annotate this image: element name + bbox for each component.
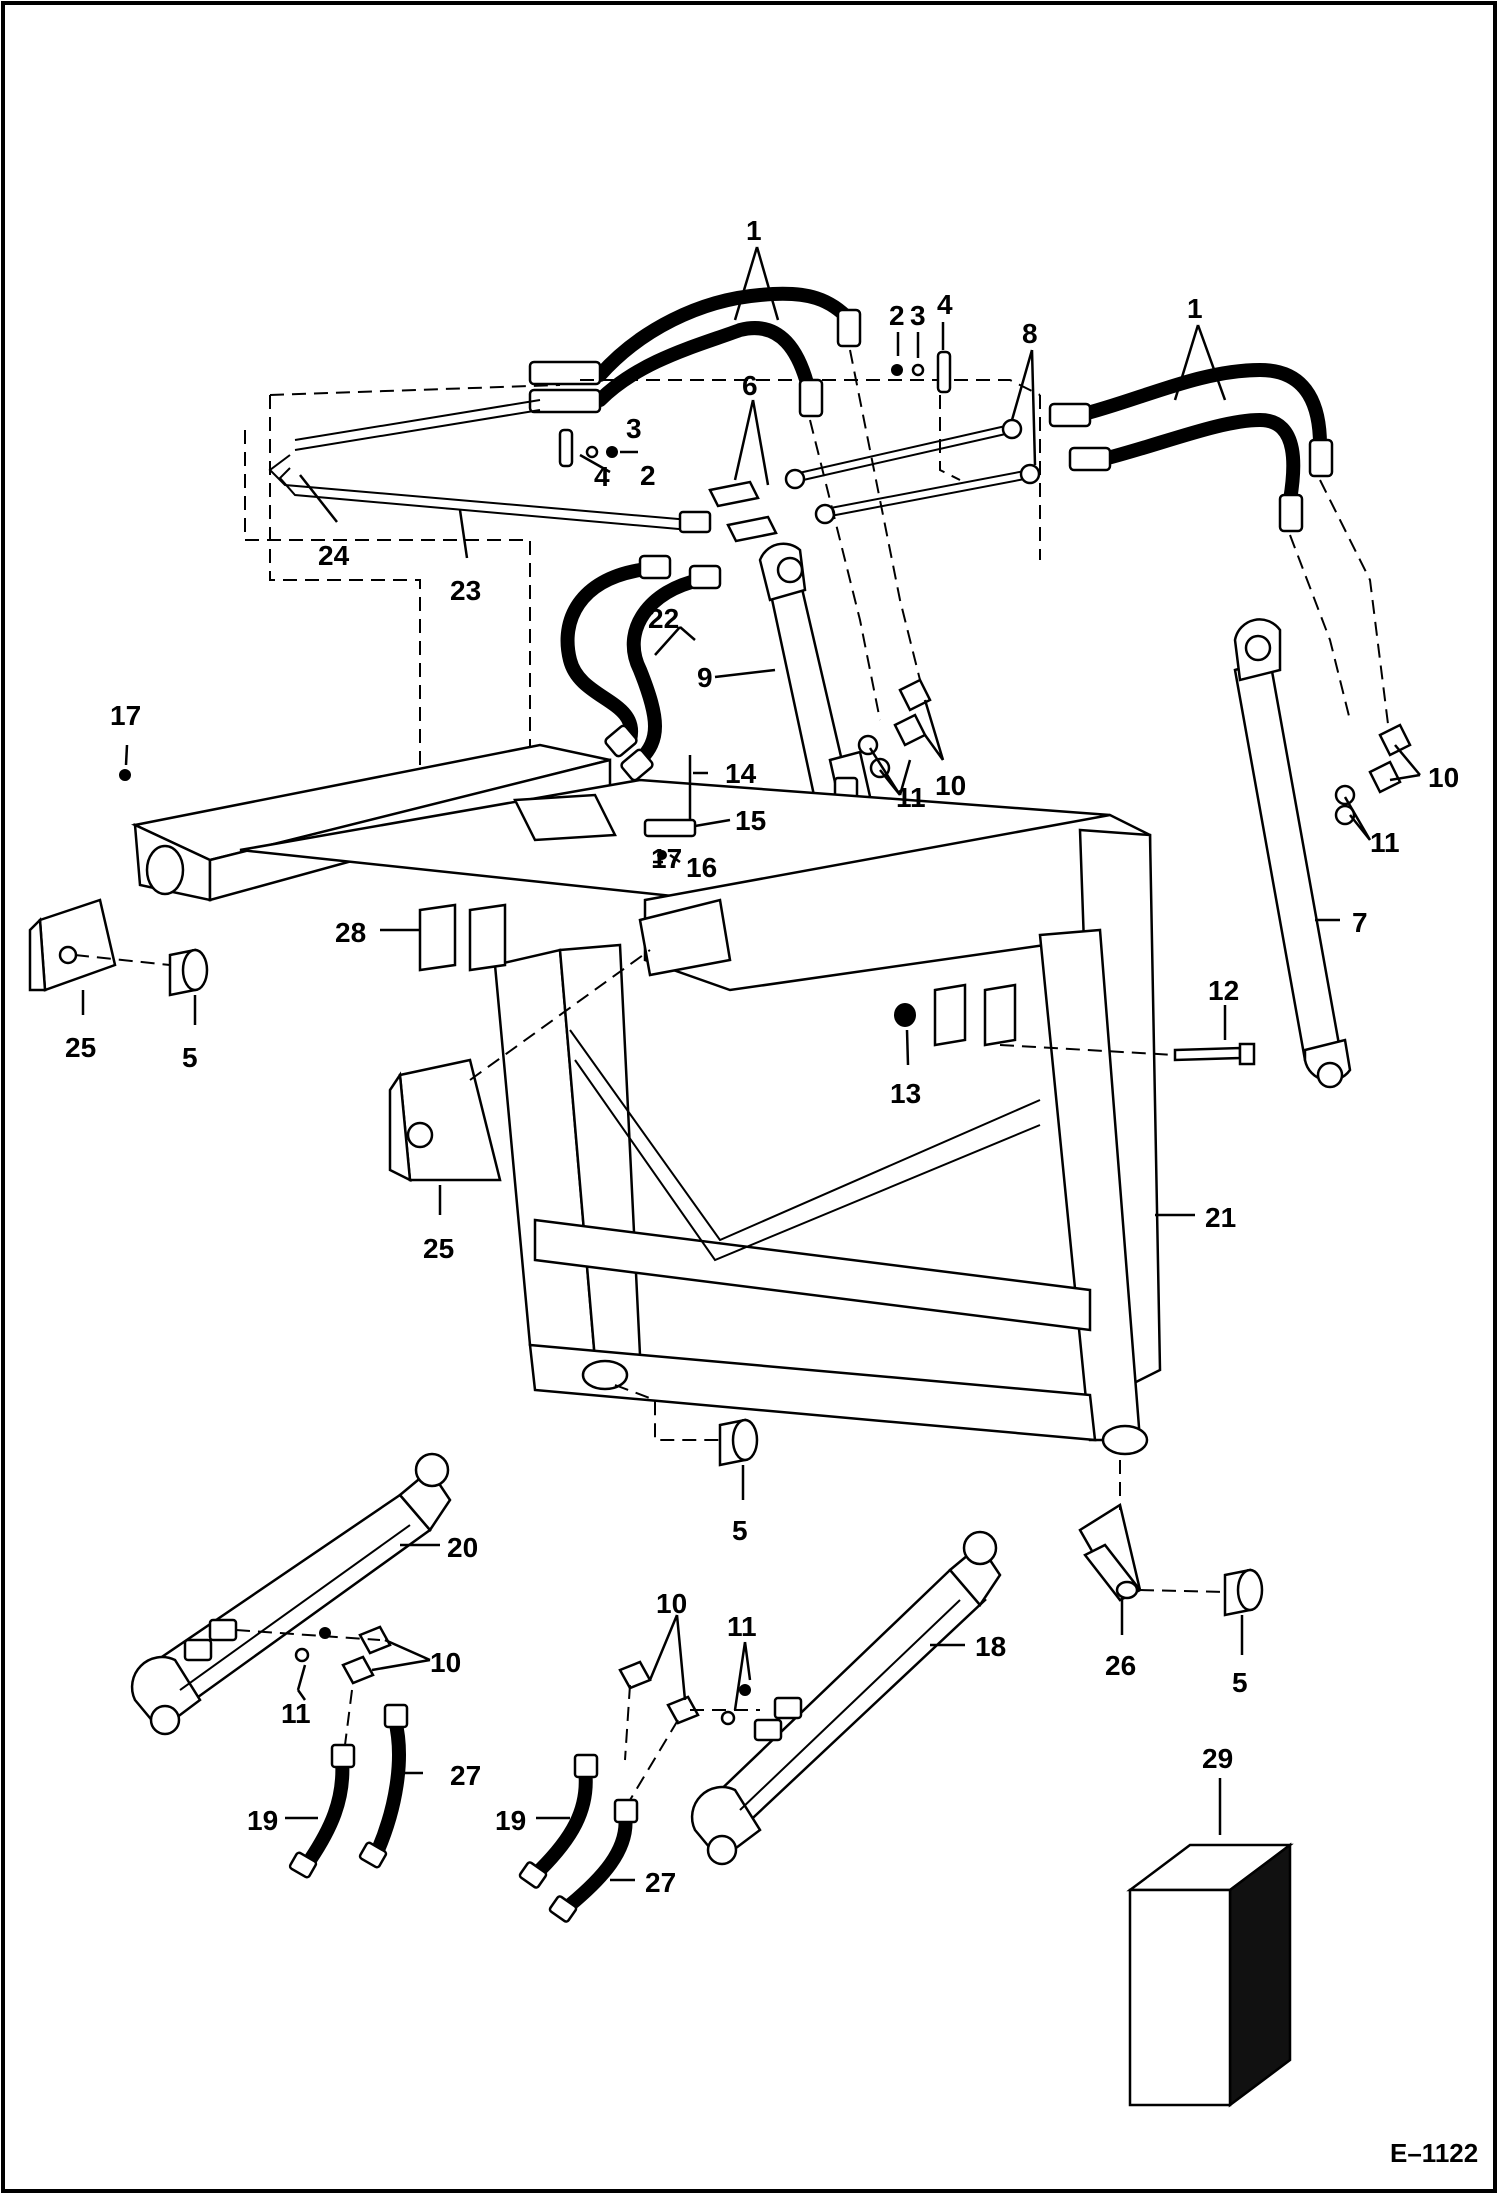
cylinder-18 <box>690 1530 1002 1866</box>
cylinder-18-fittings <box>618 1660 751 1726</box>
callout-18: 18 <box>975 1631 1006 1662</box>
callout-1: 1 <box>746 215 762 246</box>
callout-labels: 1 1 2 2 3 3 4 4 5 5 5 6 7 8 9 10 10 10 1… <box>65 215 1459 1898</box>
steel-tubes <box>784 418 1041 525</box>
callout-1: 1 <box>1187 293 1203 324</box>
ref-line <box>1319 479 1391 741</box>
callout-17: 17 <box>110 700 141 731</box>
callout-11: 11 <box>896 782 926 813</box>
bracket-26 <box>1078 1503 1142 1602</box>
callout-25: 25 <box>423 1233 454 1264</box>
clamp-parts-upper <box>558 350 952 468</box>
callout-27: 27 <box>450 1760 481 1791</box>
ref-line <box>269 395 421 780</box>
callout-21: 21 <box>1205 1202 1236 1233</box>
bushings <box>168 948 1264 1617</box>
callout-10: 10 <box>430 1647 461 1678</box>
callout-14: 14 <box>725 758 757 789</box>
hose-assembly-left <box>528 286 862 418</box>
ref-line <box>244 430 531 760</box>
mount-brackets <box>418 903 1017 1047</box>
callout-17: 17 <box>651 843 682 874</box>
adapter-fittings <box>708 480 778 543</box>
bolt-and-nut <box>894 1003 1256 1066</box>
ref-line <box>344 1689 353 1746</box>
ref-line <box>269 379 1041 396</box>
cylinder-20 <box>130 1452 452 1736</box>
callout-9: 9 <box>697 662 713 693</box>
callout-22: 22 <box>648 603 679 634</box>
callout-7: 7 <box>1352 907 1368 938</box>
ref-line <box>1139 1589 1226 1593</box>
callout-10: 10 <box>1428 762 1459 793</box>
callout-3: 3 <box>910 300 926 331</box>
fittings-upper-right <box>1334 723 1412 826</box>
ref-line <box>624 1684 679 1801</box>
bracket-25-left <box>28 898 117 992</box>
leader-lines <box>81 246 1421 1882</box>
callout-23: 23 <box>450 575 481 606</box>
hoses-19-27-middle <box>518 1753 639 1923</box>
callout-2: 2 <box>640 460 656 491</box>
callout-28: 28 <box>335 917 366 948</box>
hose-assembly-right <box>1048 362 1334 533</box>
callout-25: 25 <box>65 1032 96 1063</box>
callout-5: 5 <box>1232 1667 1248 1698</box>
hoses-22 <box>560 554 722 782</box>
callout-29: 29 <box>1202 1743 1233 1774</box>
callout-2: 2 <box>889 300 905 331</box>
callout-11: 11 <box>281 1698 311 1729</box>
decal-kit-29 <box>1126 1842 1294 2108</box>
callout-4: 4 <box>937 289 953 320</box>
callout-11: 11 <box>727 1611 757 1642</box>
callout-19: 19 <box>495 1805 526 1836</box>
ref-line <box>999 1044 1176 1056</box>
callout-10: 10 <box>656 1588 687 1619</box>
ref-line <box>1289 534 1351 721</box>
callout-26: 26 <box>1105 1650 1136 1681</box>
callout-5: 5 <box>182 1042 198 1073</box>
cylinder-20-fittings <box>294 1625 392 1685</box>
ref-line <box>849 349 921 681</box>
bracket-25-mid <box>388 1058 502 1183</box>
main-frame-21 <box>131 743 1162 1456</box>
ref-line <box>939 395 961 481</box>
ref-line <box>469 949 651 1081</box>
callout-24: 24 <box>318 540 350 571</box>
cylinder-7 <box>1233 618 1352 1089</box>
callout-20: 20 <box>447 1532 478 1563</box>
callout-11: 11 <box>1370 827 1400 858</box>
callout-16: 16 <box>686 852 717 883</box>
ref-line <box>809 419 881 721</box>
callout-5: 5 <box>732 1515 748 1546</box>
callout-12: 12 <box>1208 975 1239 1006</box>
ref-line <box>614 1384 720 1441</box>
ref-line <box>235 1629 381 1641</box>
ref-line <box>74 954 171 966</box>
callout-4: 4 <box>594 461 610 492</box>
hoses-19-27-left <box>288 1703 409 1879</box>
callout-27: 27 <box>645 1867 676 1898</box>
callout-13: 13 <box>890 1078 921 1109</box>
callout-19: 19 <box>247 1805 278 1836</box>
callout-3: 3 <box>626 413 642 444</box>
callout-6: 6 <box>742 370 758 401</box>
callout-10: 10 <box>935 770 966 801</box>
tube-lines <box>268 399 712 534</box>
pin-parts <box>513 755 697 860</box>
callout-15: 15 <box>735 805 766 836</box>
callout-8: 8 <box>1022 318 1038 349</box>
grease-fitting <box>119 769 131 781</box>
figure-reference: E–1122 <box>1390 2138 1478 2168</box>
